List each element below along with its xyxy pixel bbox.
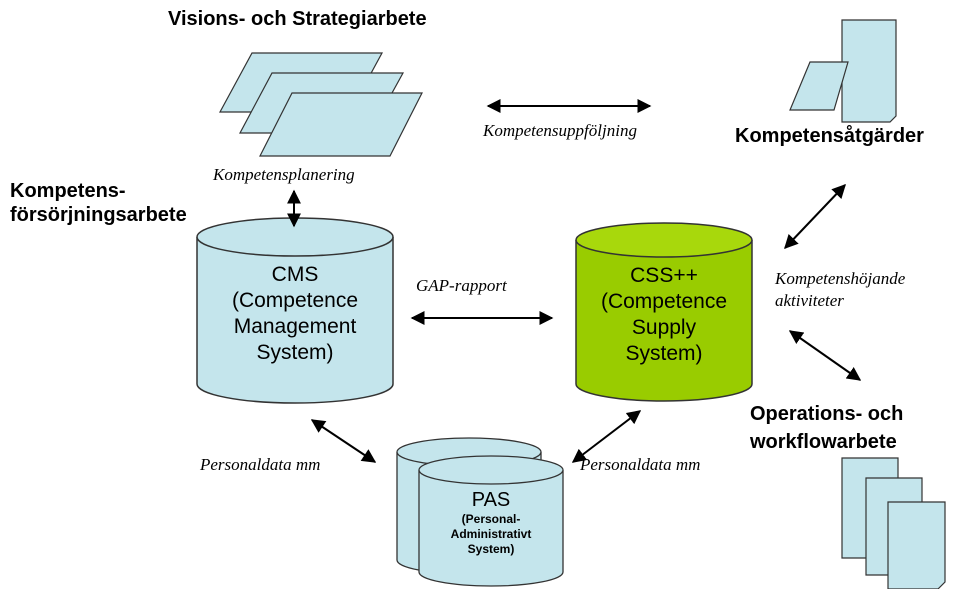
css-label: CSS++ (Competence Supply System) — [576, 263, 752, 367]
title-atgarder: Kompetensåtgärder — [735, 125, 924, 147]
label-hojande-line2: aktiviteter — [775, 291, 844, 310]
title-visions: Visions- och Strategiarbete — [168, 8, 427, 30]
title-forsorjning: Kompetens- försörjningsarbete — [10, 179, 187, 227]
title-operations: Operations- och workflowarbete — [750, 400, 903, 456]
pas-label: PAS (Personal- Administrativt System) — [419, 488, 563, 557]
label-planering: Kompetensplanering — [213, 165, 355, 184]
atgarder-documents — [789, 19, 897, 123]
pas-name: PAS — [471, 489, 511, 511]
css-cylinder — [575, 222, 753, 402]
css-desc-3: System) — [625, 342, 703, 365]
arrow-atgarder — [784, 183, 846, 250]
title-forsorjning-line2: försörjningsarbete — [10, 204, 187, 226]
arrow-personal-right — [571, 410, 642, 463]
pas-cylinders — [396, 437, 564, 587]
cms-desc-1: (Competence — [231, 289, 359, 312]
label-hojande-line1: Kompetenshöjande — [775, 269, 906, 288]
cms-cylinder — [196, 217, 394, 404]
title-operations-line2: workflowarbete — [750, 431, 897, 453]
cms-desc-2: Management — [233, 315, 357, 338]
css-name: CSS++ — [630, 264, 698, 287]
pas-desc-2: Administrativt — [450, 527, 532, 541]
pas-desc-3: System) — [467, 542, 515, 556]
label-hojande: Kompetenshöjande aktiviteter — [775, 268, 905, 312]
title-forsorjning-line1: Kompetens- — [10, 180, 126, 202]
css-desc-1: (Competence — [600, 290, 728, 313]
strategy-documents — [218, 52, 423, 157]
pas-desc-1: (Personal- — [461, 512, 521, 526]
label-gap: GAP-rapport — [416, 276, 507, 295]
label-personal-right: Personaldata mm — [580, 455, 701, 474]
label-uppfoljning: Kompetensuppföljning — [483, 121, 637, 140]
cms-name: CMS — [271, 263, 319, 286]
css-desc-2: Supply — [631, 316, 697, 339]
cms-desc-3: System) — [256, 341, 334, 364]
cms-label: CMS (Competence Management System) — [197, 262, 393, 366]
operations-documents — [841, 457, 946, 589]
arrow-operations — [788, 330, 862, 381]
arrow-personal-left — [310, 419, 377, 463]
label-personal-left: Personaldata mm — [200, 455, 321, 474]
title-operations-line1: Operations- och — [750, 403, 904, 425]
